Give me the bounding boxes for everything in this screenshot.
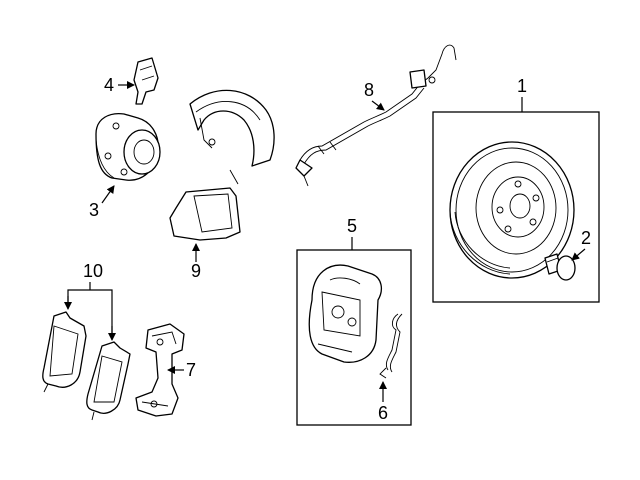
callout-5: 5 [347,216,357,236]
abs-sensor-wire [295,44,457,187]
brake-caliper [308,264,383,363]
brake-pad-left [42,311,87,393]
brake-rotor [449,141,575,279]
callout-4: 4 [104,75,114,95]
callout-6: 6 [378,403,388,423]
callout-2: 2 [581,228,591,248]
wheel-stud [544,253,576,281]
caliper-group-box [296,249,412,426]
callout-9: 9 [191,261,201,281]
abs-sensor [133,57,159,105]
brake-pad-right [86,341,131,421]
callout-7: 7 [186,360,196,380]
rotor-group-box [432,111,600,303]
caliper-bracket [135,323,185,417]
wheel-hub [95,112,161,181]
callout-3: 3 [89,200,99,220]
callout-8: 8 [364,80,374,100]
callout-10: 10 [83,261,103,281]
wear-sensor [379,313,403,379]
splash-shield [169,89,275,241]
callout-1: 1 [517,76,527,96]
